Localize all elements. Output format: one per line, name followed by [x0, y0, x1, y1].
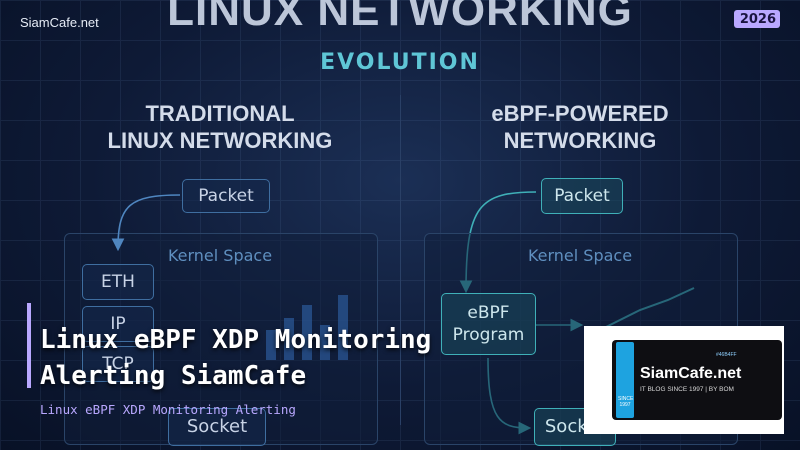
tcp-label: TCP — [102, 354, 134, 374]
left-kernel-label: Kernel Space — [167, 246, 273, 265]
ip-layer-box: IP — [82, 306, 154, 342]
right-kernel-label: Kernel Space — [527, 246, 633, 265]
ebpf-label-line2: Program — [452, 325, 525, 345]
left-mini-bars — [266, 295, 348, 360]
tcp-layer-box: TCP — [82, 346, 154, 382]
ebpf-label-line1: eBPF — [467, 303, 510, 323]
left-packet-box: Packet — [182, 179, 270, 213]
logo-card-tagline: IT BLOG SINCE 1997 | BY BOM — [640, 386, 734, 393]
right-heading-line1: eBPF-POWERED — [491, 101, 669, 126]
ip-label: IP — [110, 314, 126, 334]
right-heading-line2: NETWORKING — [503, 128, 657, 153]
overlay-title: Linux eBPF XDP Monitoring Alerting SiamC… — [40, 322, 431, 394]
left-packet-arrow — [111, 194, 181, 252]
eth-layer-box: ETH — [82, 264, 154, 300]
logo-card-inner — [612, 340, 782, 420]
left-socket-label: Socket — [186, 416, 248, 437]
left-heading-line2: LINUX NETWORKING — [107, 128, 333, 153]
ebpf-program-box: eBPF Program — [441, 293, 536, 355]
year-badge: 2026 — [734, 10, 780, 28]
left-heading: TRADITIONAL LINUX NETWORKING — [90, 100, 350, 154]
brand-label: SiamCafe.net — [20, 15, 99, 30]
left-heading-line1: TRADITIONAL — [145, 101, 295, 126]
left-packet-label: Packet — [198, 186, 254, 206]
right-packet-box: Packet — [541, 178, 623, 214]
logo-card-name: SiamCafe.net — [640, 365, 742, 382]
main-title: LINUX NETWORKING — [167, 0, 633, 35]
eth-label: ETH — [101, 272, 135, 292]
right-packet-label: Packet — [554, 186, 610, 206]
overlay-accent-bar — [27, 303, 31, 388]
left-socket-box: Socket — [168, 408, 266, 446]
column-divider — [400, 95, 401, 425]
logo-card-since: SINCE 1997 — [618, 396, 634, 408]
overlay-subtitle: Linux eBPF XDP Monitoring Alerting — [40, 402, 296, 417]
main-subtitle: EVOLUTION — [320, 50, 480, 75]
overlay-title-line2: Alerting SiamCafe — [40, 361, 307, 391]
overlay-title-line1: Linux eBPF XDP Monitoring — [40, 325, 432, 355]
right-heading: eBPF-POWERED NETWORKING — [450, 100, 710, 154]
logo-card-stripe — [616, 342, 634, 418]
logo-card-hex: #46B4FF — [716, 352, 737, 358]
